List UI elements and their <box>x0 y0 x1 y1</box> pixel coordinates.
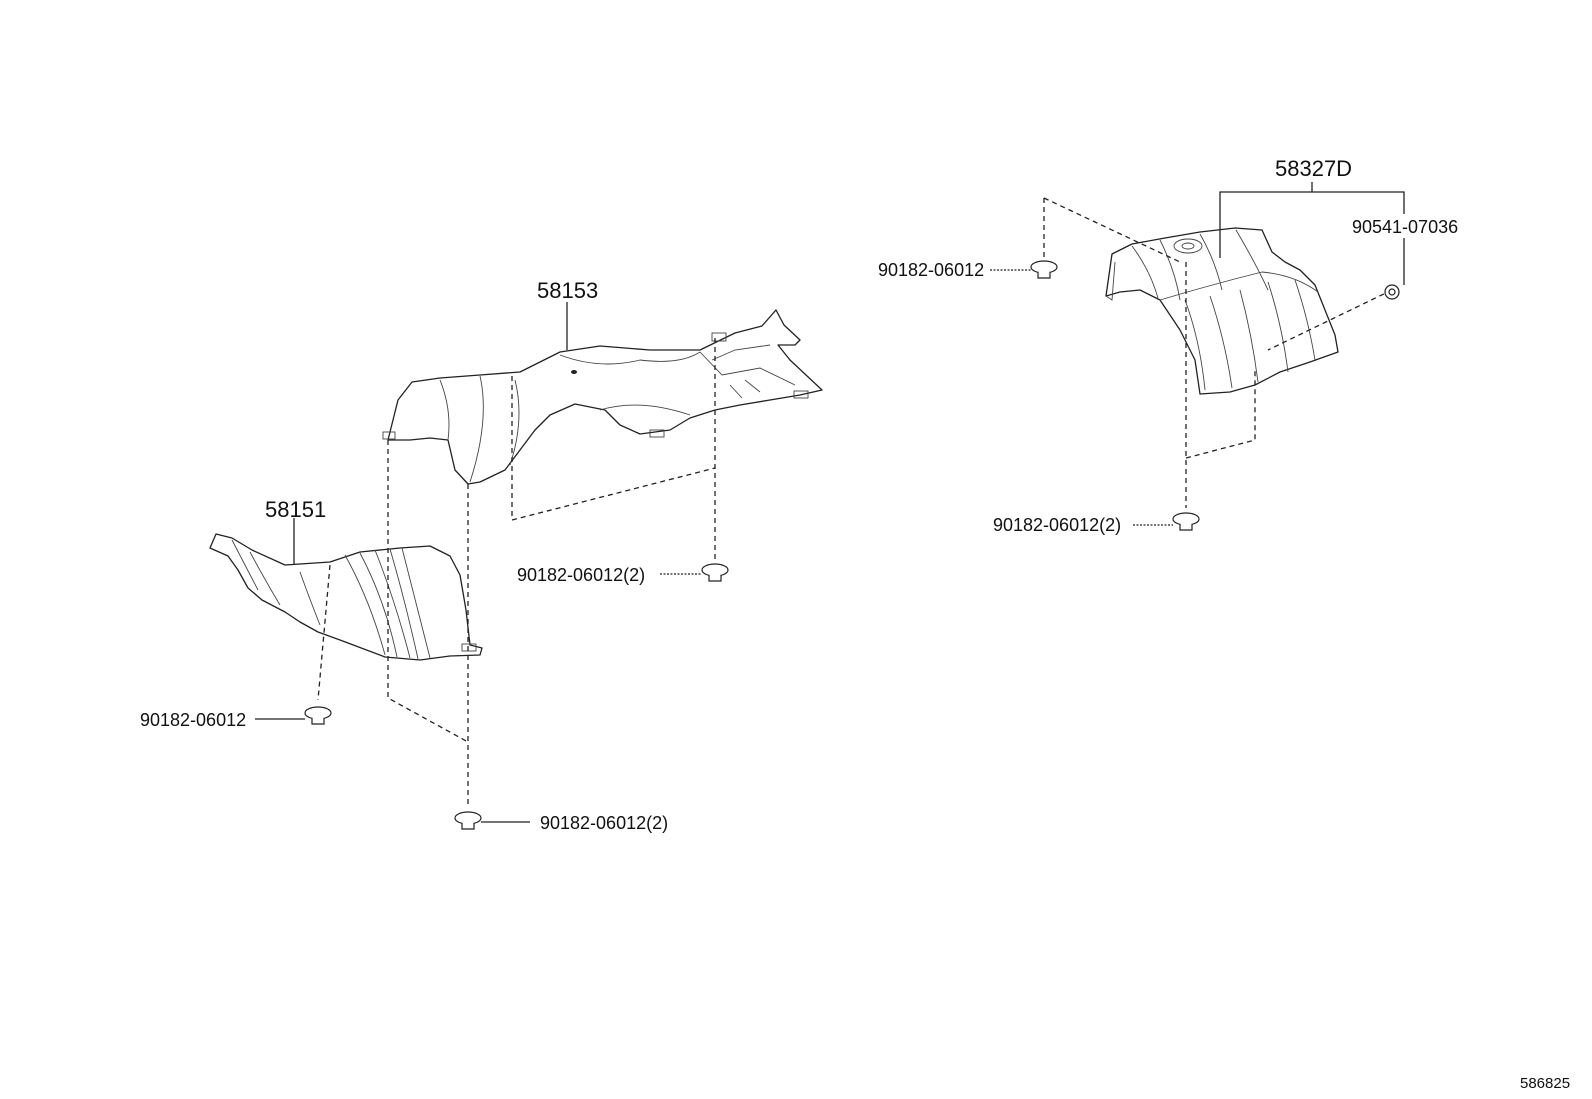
label-90541-07036: 90541-07036 <box>1352 217 1458 237</box>
nut-right-top <box>1030 260 1058 279</box>
heat-insulator-58153 <box>382 309 823 485</box>
label-fastener-right-top: 90182-06012 <box>878 260 984 280</box>
label-fastener-right-bottom: 90182-06012(2) <box>993 515 1121 535</box>
heat-insulator-58327D <box>1105 227 1339 395</box>
assembly-lines <box>317 197 1393 808</box>
nut-right-bottom <box>1172 512 1200 531</box>
label-fastener-bottom: 90182-06012(2) <box>540 813 668 833</box>
label-fastener-mid: 90182-06012(2) <box>517 565 645 585</box>
label-58153: 58153 <box>537 278 598 303</box>
nut-bottom <box>454 811 482 830</box>
heat-insulator-58151 <box>209 533 483 661</box>
nut-mid <box>701 563 729 582</box>
leader-lines <box>255 182 1405 823</box>
label-58151: 58151 <box>265 497 326 522</box>
diagram-reference-number: 586825 <box>1520 1075 1570 1092</box>
clip-90541 <box>1384 284 1400 300</box>
nut-left <box>304 706 332 725</box>
label-58327D: 58327D <box>1275 156 1352 181</box>
label-fastener-left: 90182-06012 <box>140 710 246 730</box>
